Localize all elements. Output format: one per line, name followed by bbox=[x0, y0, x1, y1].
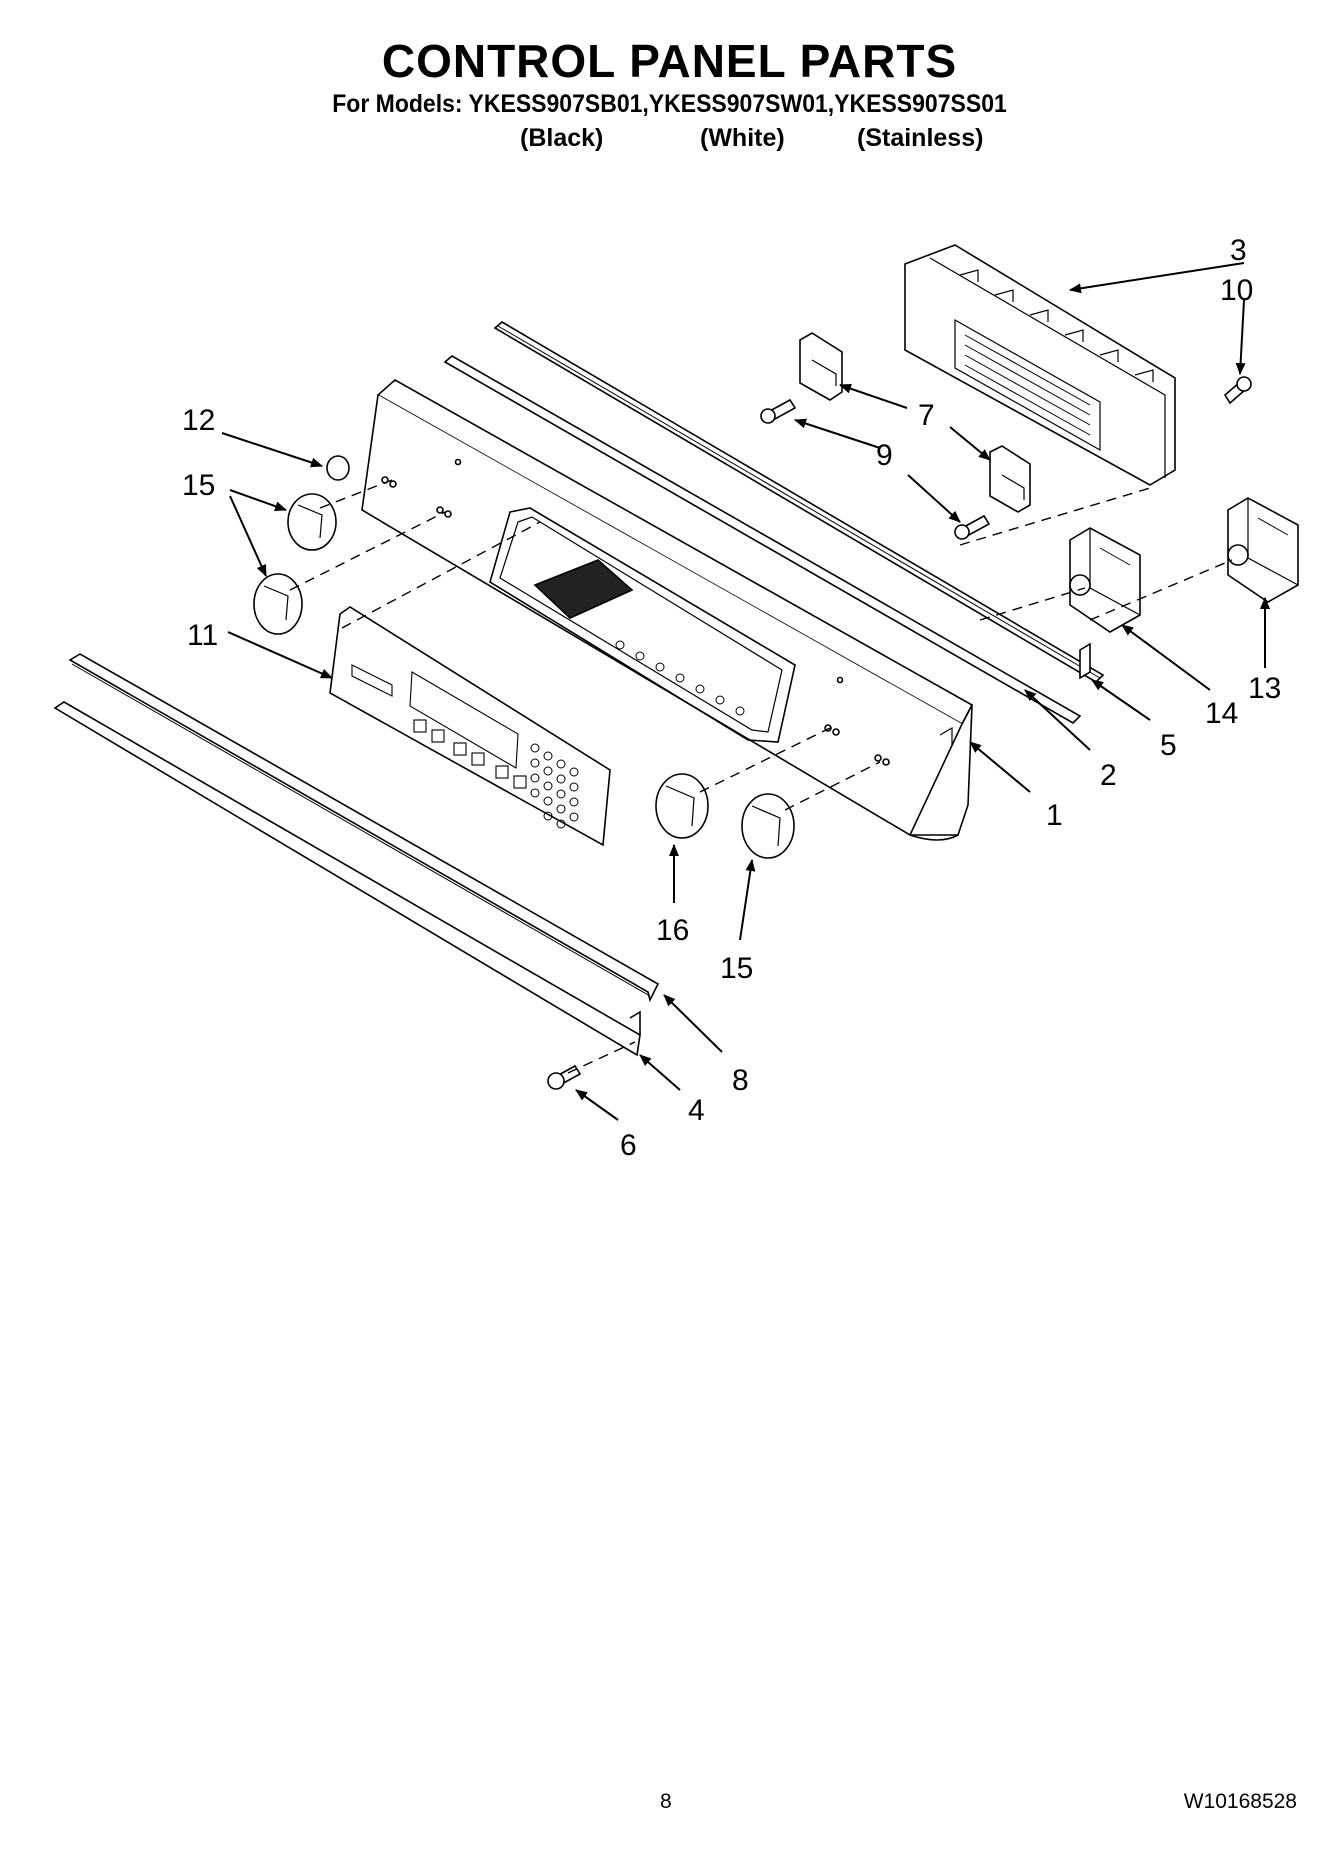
leader-12 bbox=[221, 432, 323, 468]
knob-16 bbox=[655, 773, 709, 839]
trim-strip-part bbox=[493, 321, 1105, 684]
electronic-control-board bbox=[904, 244, 1176, 486]
leader-9-lower bbox=[907, 474, 961, 523]
callout-12: 12 bbox=[182, 404, 215, 437]
bracket-screw-lower bbox=[954, 514, 991, 540]
knob-lower-left-15 bbox=[253, 573, 303, 635]
cap-12 bbox=[326, 455, 350, 481]
board-screw bbox=[1223, 376, 1252, 405]
callout-13: 13 bbox=[1248, 672, 1281, 705]
leader-3 bbox=[1069, 262, 1245, 294]
finish-black: (Black) bbox=[520, 124, 604, 152]
callout-3: 3 bbox=[1230, 234, 1247, 267]
callout-15b: 15 bbox=[720, 952, 753, 985]
callout-8: 8 bbox=[732, 1064, 749, 1097]
leader-7-lower bbox=[949, 426, 991, 461]
leader-5 bbox=[1091, 679, 1151, 721]
mounting-bracket-lower bbox=[989, 445, 1031, 513]
finish-stainless: (Stainless) bbox=[857, 124, 984, 152]
leader-9-upper bbox=[794, 418, 881, 449]
lower-trim-strip bbox=[68, 653, 660, 1003]
knob-15-lower bbox=[741, 793, 795, 859]
bracket-screw-upper bbox=[760, 398, 797, 424]
document-number: W10168528 bbox=[1183, 1790, 1297, 1813]
callout-5: 5 bbox=[1160, 729, 1177, 762]
lower-bracket bbox=[53, 701, 641, 1057]
knob-upper-left-15 bbox=[287, 493, 337, 551]
callout-1: 1 bbox=[1046, 799, 1063, 832]
leader-15a-lower bbox=[229, 495, 267, 577]
control-panel-housing bbox=[361, 379, 974, 841]
callout-14: 14 bbox=[1205, 697, 1238, 730]
control-overlay-keypad bbox=[329, 606, 611, 847]
leader-10 bbox=[1235, 299, 1246, 375]
callout-2: 2 bbox=[1100, 759, 1117, 792]
callout-10: 10 bbox=[1220, 274, 1253, 307]
leader-8 bbox=[663, 994, 723, 1053]
leader-15a-upper bbox=[229, 489, 287, 512]
callout-7: 7 bbox=[918, 399, 935, 432]
leader-14 bbox=[1121, 624, 1211, 691]
callout-9: 9 bbox=[876, 439, 893, 472]
page-number: 8 bbox=[660, 1790, 672, 1813]
leader-7-upper bbox=[839, 383, 908, 409]
leader-2 bbox=[1024, 689, 1091, 751]
leader-4 bbox=[639, 1054, 681, 1091]
rotary-switch-part-13 bbox=[1227, 497, 1299, 603]
callout-4: 4 bbox=[688, 1094, 705, 1127]
finish-white: (White) bbox=[700, 124, 785, 152]
leader-11 bbox=[227, 631, 333, 679]
callout-16: 16 bbox=[656, 914, 689, 947]
models-line: For Models: YKESS907SB01,YKESS907SW01,YK… bbox=[332, 90, 1007, 118]
leader-15b bbox=[739, 859, 756, 941]
leader-6 bbox=[575, 1089, 619, 1121]
mounting-bracket-upper bbox=[799, 332, 843, 401]
rotary-switch-part-14 bbox=[1069, 527, 1141, 633]
page-title: CONTROL PANEL PARTS bbox=[381, 35, 958, 87]
callout-15a: 15 bbox=[182, 469, 215, 502]
bracket-strip-part bbox=[443, 355, 1091, 724]
leader-1 bbox=[969, 741, 1031, 793]
callout-11: 11 bbox=[187, 619, 218, 652]
callout-6: 6 bbox=[620, 1129, 637, 1162]
